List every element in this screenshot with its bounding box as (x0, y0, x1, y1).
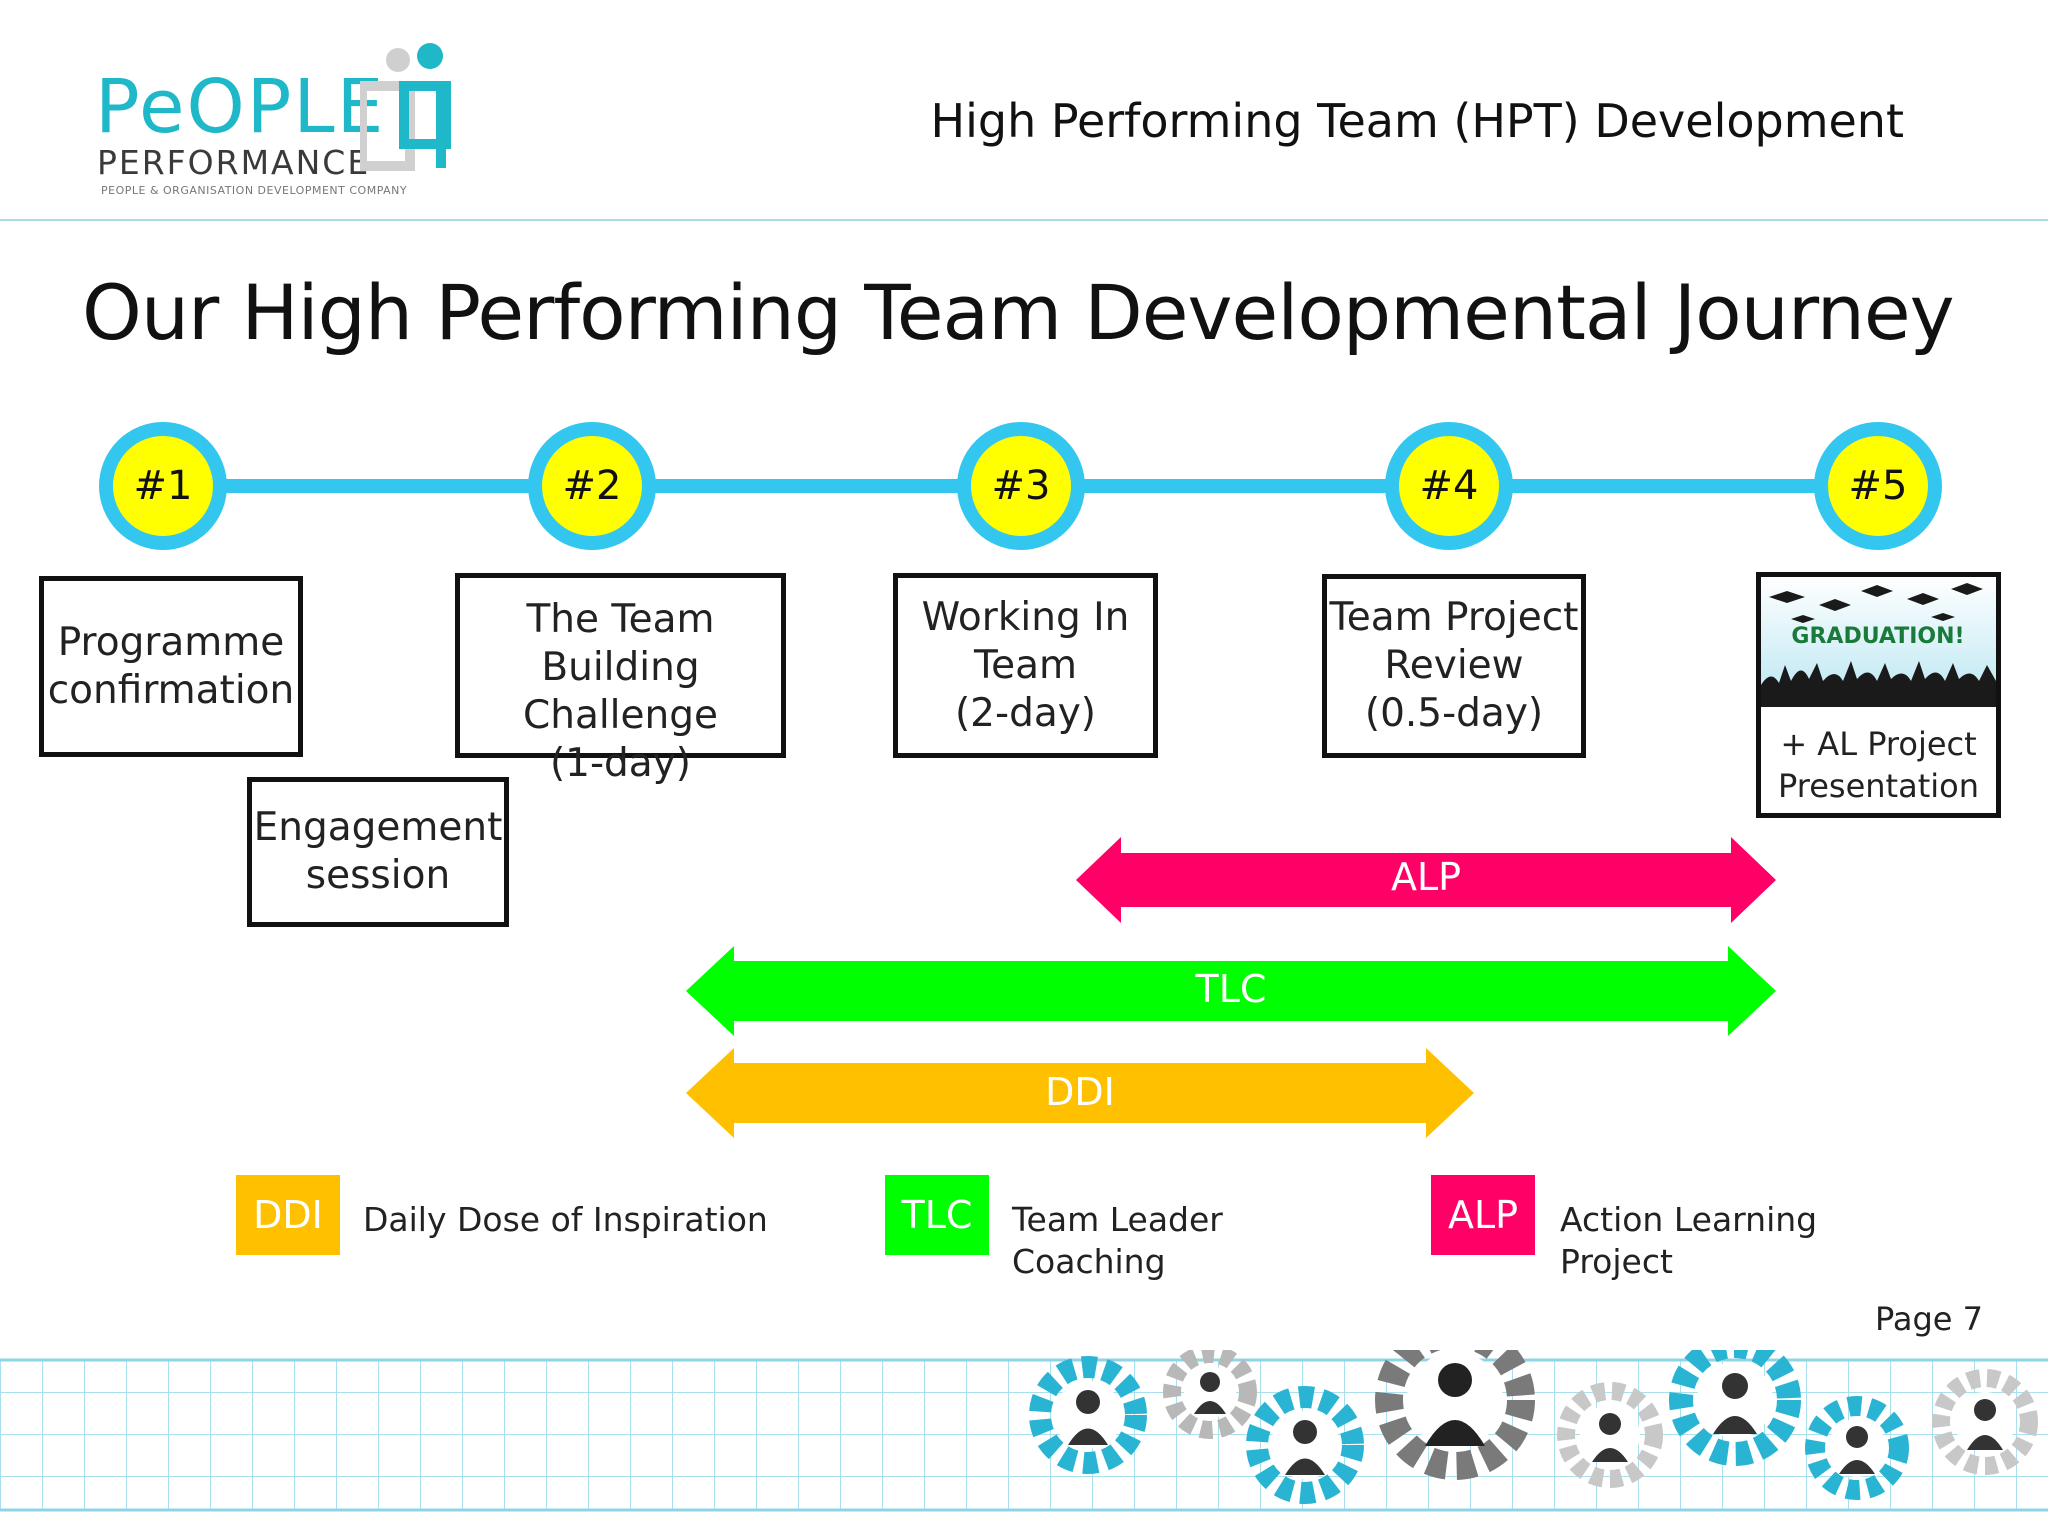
alp-arrow (1076, 837, 1776, 923)
stage-box-engagement-session: Engagement session (247, 777, 509, 927)
gear-icon-2 (1163, 1350, 1257, 1439)
stage-box-programme-confirmation: Programme confirmation (39, 576, 303, 757)
header-title: High Performing Team (HPT) Development (930, 94, 1904, 148)
stage-box-team-building-challenge: The Team Building Challenge (1-day) (455, 573, 786, 786)
page-number: Page 7 (1875, 1300, 1983, 1338)
stage-marker-3: #3 (957, 422, 1085, 550)
footer-gears-decoration (0, 1350, 2048, 1512)
tlc-arrow (686, 946, 1776, 1036)
legend-key-tlc: TLC (885, 1175, 989, 1255)
stage-marker-5: #5 (1814, 422, 1942, 550)
graduation-image: GRADUATION! (1761, 577, 1996, 707)
gear-icon-5 (1557, 1382, 1663, 1488)
gear-icon-3 (1246, 1386, 1364, 1504)
stage-box-graduation: GRADUATION! + AL Project Presentation (1756, 572, 2001, 818)
gear-icon-7 (1805, 1396, 1909, 1500)
legend-desc-ddi: Daily Dose of Inspiration (363, 1200, 768, 1239)
stage-marker-2: #2 (528, 422, 656, 550)
stage-box-working-in-team: Working In Team (2-day) (893, 573, 1158, 758)
logo-figures-icon (360, 43, 451, 171)
header-divider (0, 219, 2048, 221)
legend-desc-alp: Action Learning Project (1560, 1200, 1818, 1281)
gear-icon-4 (1375, 1350, 1535, 1480)
graduation-image-text: GRADUATION! (1791, 624, 1964, 649)
legend-key-ddi: DDI (236, 1175, 340, 1255)
legend-desc-tlc: Team Leader Coaching (1012, 1200, 1223, 1281)
logo-wordmark: PeOPLE (95, 64, 386, 150)
stage-label-team-building: The Team Building Challenge (1-day) (523, 597, 718, 786)
gear-icon-8 (1932, 1369, 2038, 1475)
gear-icon-6 (1669, 1350, 1801, 1466)
ddi-arrow-label: DDI (1045, 1070, 1115, 1114)
stage-marker-4: #4 (1385, 422, 1513, 550)
logo-tagline: PEOPLE & ORGANISATION DEVELOPMENT COMPAN… (101, 184, 408, 197)
ddi-arrow (686, 1048, 1474, 1138)
alp-arrow-label: ALP (1390, 855, 1462, 899)
slide-title: Our High Performing Team Developmental J… (82, 268, 1955, 357)
stage-box-team-project-review: Team Project Review (0.5-day) (1322, 574, 1586, 758)
legend-key-alp: ALP (1431, 1175, 1535, 1255)
logo-subtitle: PERFORMANCE (97, 143, 371, 182)
stage-marker-1: #1 (99, 422, 227, 550)
gear-icon-1 (1029, 1356, 1147, 1474)
company-logo: PeOPLE PERFORMANCE PEOPLE & ORGANISATION… (95, 42, 455, 212)
graduation-caption: + AL Project Presentation (1778, 725, 1979, 805)
tlc-arrow-label: TLC (1195, 967, 1267, 1011)
